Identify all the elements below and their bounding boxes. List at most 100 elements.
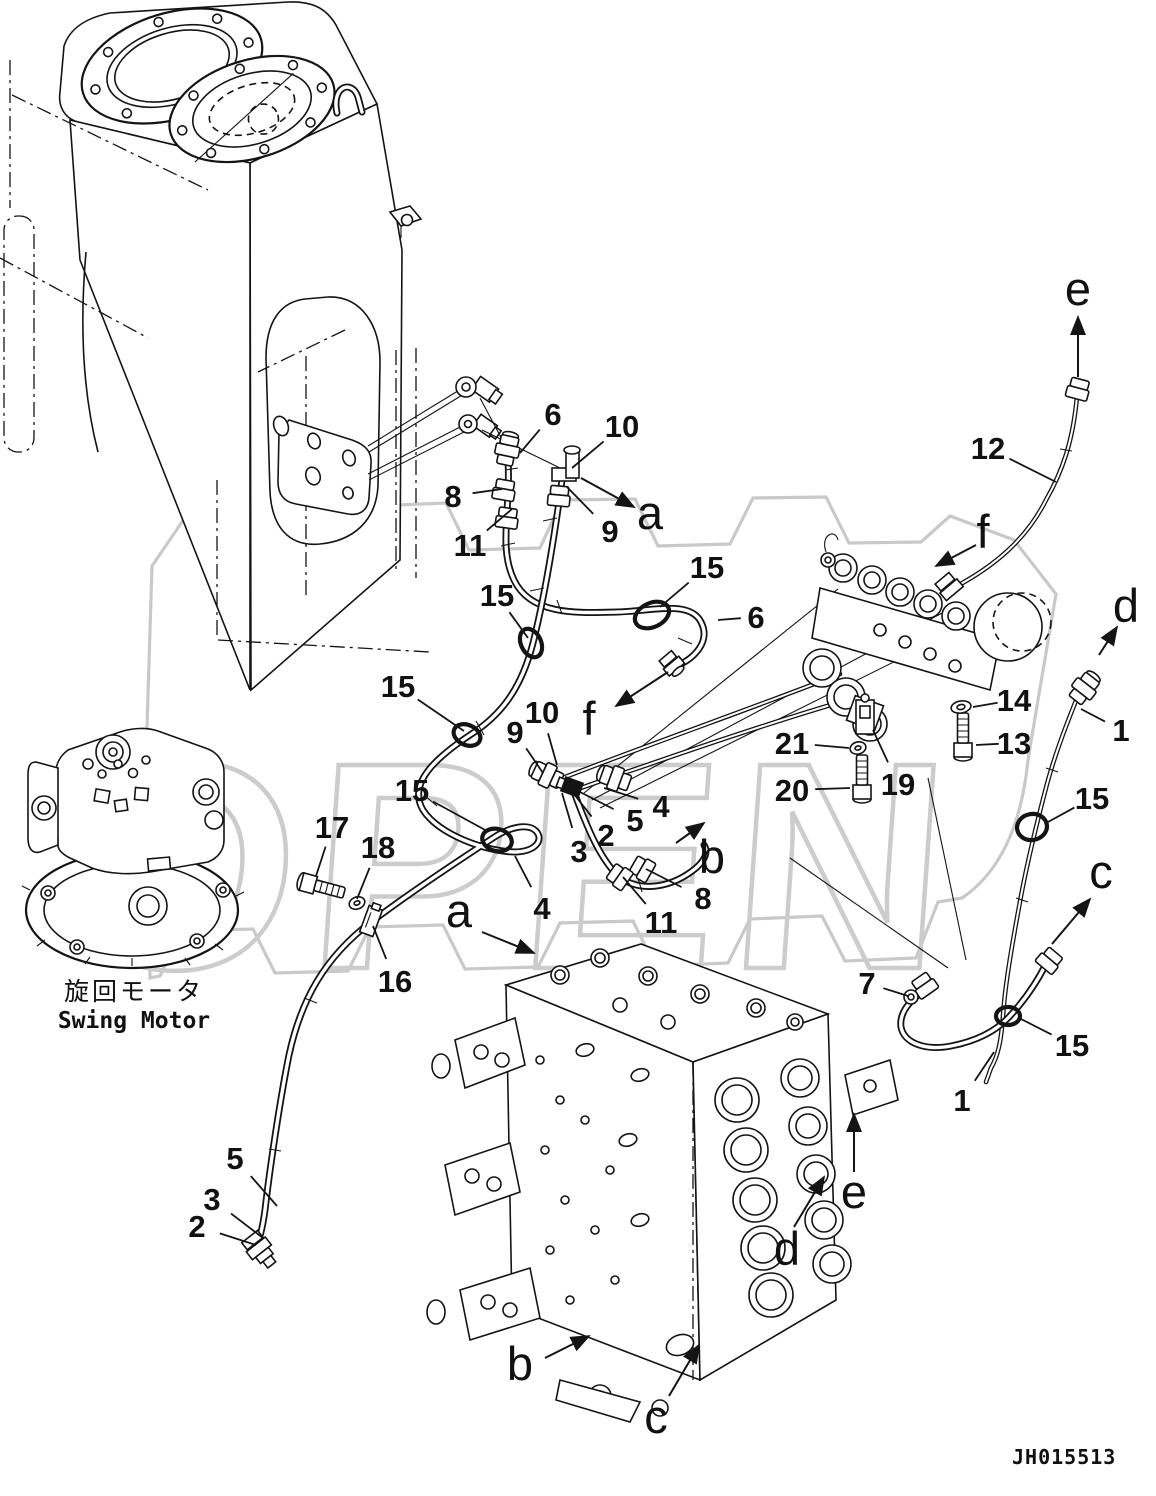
callout-leader-20 bbox=[815, 787, 851, 791]
callout-number-8: 8 bbox=[444, 479, 461, 514]
callout-number-15: 15 bbox=[690, 550, 724, 585]
clamp-15-ring-4 bbox=[480, 826, 514, 854]
callout-leader-7 bbox=[883, 987, 909, 997]
callout-number-2: 2 bbox=[188, 1209, 205, 1244]
washer-14 bbox=[950, 700, 972, 714]
callout-leader-14 bbox=[972, 701, 998, 708]
callout-leader-5 bbox=[577, 790, 615, 810]
clamp-15-ring-6 bbox=[993, 1004, 1023, 1028]
pipe-1-fitting bbox=[1064, 665, 1106, 709]
hydraulic-tank bbox=[58, 1, 423, 692]
callout-number-15: 15 bbox=[480, 578, 514, 613]
callout-number-18: 18 bbox=[361, 830, 395, 865]
callout-leader-4 bbox=[514, 855, 532, 888]
callout-number-11: 11 bbox=[454, 528, 487, 563]
callout-leader-10 bbox=[547, 732, 558, 766]
callout-number-1: 1 bbox=[1112, 713, 1129, 748]
main-control-valve bbox=[426, 943, 899, 1423]
swing-motor-caption-en: Swing Motor bbox=[58, 1008, 210, 1034]
callout-leader-15 bbox=[659, 581, 690, 608]
clip-16 bbox=[358, 901, 384, 938]
callout-number-12: 12 bbox=[971, 431, 1005, 466]
hoses bbox=[252, 393, 1088, 1250]
callout-leader-12 bbox=[1009, 457, 1057, 483]
connection-arrow-b bbox=[675, 821, 706, 844]
callout-number-7: 7 bbox=[858, 966, 875, 1001]
connection-arrow-f bbox=[934, 544, 977, 567]
callout-leader-8 bbox=[472, 488, 503, 495]
callout-number-4: 4 bbox=[652, 789, 670, 824]
tank-port-fitting-1 bbox=[455, 375, 504, 406]
callout-leader-8 bbox=[645, 868, 683, 888]
fitting-f-end bbox=[658, 649, 686, 678]
connection-arrow-c bbox=[1051, 897, 1092, 945]
washer-18 bbox=[348, 895, 366, 911]
tank-side-fitting-cube bbox=[388, 205, 423, 238]
callout-leader-15 bbox=[432, 800, 488, 832]
connection-arrow-d bbox=[793, 1175, 826, 1228]
callout-number-19: 19 bbox=[881, 767, 915, 802]
tank-port-fitting-2 bbox=[458, 413, 503, 441]
washer-21 bbox=[849, 741, 867, 755]
clamp-15-ring-2 bbox=[517, 626, 545, 660]
callout-leader-2 bbox=[569, 788, 593, 818]
connection-letter-c: c bbox=[644, 1390, 668, 1443]
callout-number-13: 13 bbox=[997, 726, 1031, 761]
callout-number-5: 5 bbox=[626, 803, 643, 838]
bolt-20 bbox=[852, 754, 872, 804]
callout-number-21: 21 bbox=[775, 726, 809, 761]
connection-letter-f: f bbox=[976, 505, 990, 558]
connection-letter-b: b bbox=[507, 1337, 533, 1390]
joint-elbow-2-3 bbox=[555, 776, 585, 798]
connection-letter-a: a bbox=[446, 884, 473, 937]
callout-number-9: 9 bbox=[506, 715, 523, 750]
callout-number-3: 3 bbox=[203, 1182, 220, 1217]
tank-opening-2 bbox=[168, 54, 336, 164]
small-parts bbox=[240, 375, 1106, 1270]
callout-number-17: 17 bbox=[315, 810, 349, 845]
callout-number-9: 9 bbox=[601, 514, 618, 549]
callout-number-8: 8 bbox=[694, 881, 711, 916]
connection-arrow-a bbox=[481, 931, 536, 954]
callout-leader-9 bbox=[566, 486, 594, 515]
callout-leader-15 bbox=[417, 698, 465, 732]
callout-leader-16 bbox=[372, 925, 388, 960]
elbow-10 bbox=[551, 445, 581, 482]
connection-arrow-d bbox=[1098, 625, 1119, 656]
callout-leader-15 bbox=[1020, 1018, 1053, 1036]
callout-number-14: 14 bbox=[997, 683, 1032, 718]
clamp-15-ring-3 bbox=[451, 722, 483, 748]
callout-leader-11 bbox=[622, 876, 647, 905]
callout-number-10: 10 bbox=[525, 695, 559, 730]
solenoid-valve-assembly bbox=[802, 533, 1052, 742]
callout-leader-3 bbox=[561, 792, 574, 829]
callout-number-1: 1 bbox=[953, 1083, 970, 1118]
connection-letter-c: c bbox=[1089, 845, 1113, 898]
callout-leader-2 bbox=[219, 1232, 257, 1246]
connection-letter-e: e bbox=[841, 1165, 867, 1218]
callout-leader-21 bbox=[814, 744, 850, 749]
callout-leader-6 bbox=[519, 429, 541, 454]
clamp-15-ring-5 bbox=[1014, 811, 1050, 843]
callout-number-15: 15 bbox=[1075, 781, 1109, 816]
callout-number-15: 15 bbox=[1055, 1028, 1089, 1063]
pipe-12 bbox=[954, 393, 1080, 589]
connection-letter-b: b bbox=[699, 830, 725, 883]
callout-leader-19 bbox=[872, 729, 889, 763]
callout-number-15: 15 bbox=[381, 669, 415, 704]
callout-number-6: 6 bbox=[747, 600, 764, 635]
connection-arrow-f bbox=[614, 671, 669, 708]
hose-ticks bbox=[268, 448, 1073, 1152]
callout-leader-1 bbox=[974, 1051, 995, 1082]
hose-end-fitting-2-3 bbox=[240, 1229, 277, 1270]
phantom-lines bbox=[0, 60, 431, 653]
mounting-bracket bbox=[272, 388, 469, 516]
clamp-15-ring-1 bbox=[632, 599, 672, 631]
callout-number-4: 4 bbox=[533, 891, 551, 926]
connection-letter-a: a bbox=[637, 486, 664, 539]
callout-leader-5 bbox=[250, 1175, 278, 1207]
pipe-12-end-fitting bbox=[933, 571, 965, 602]
